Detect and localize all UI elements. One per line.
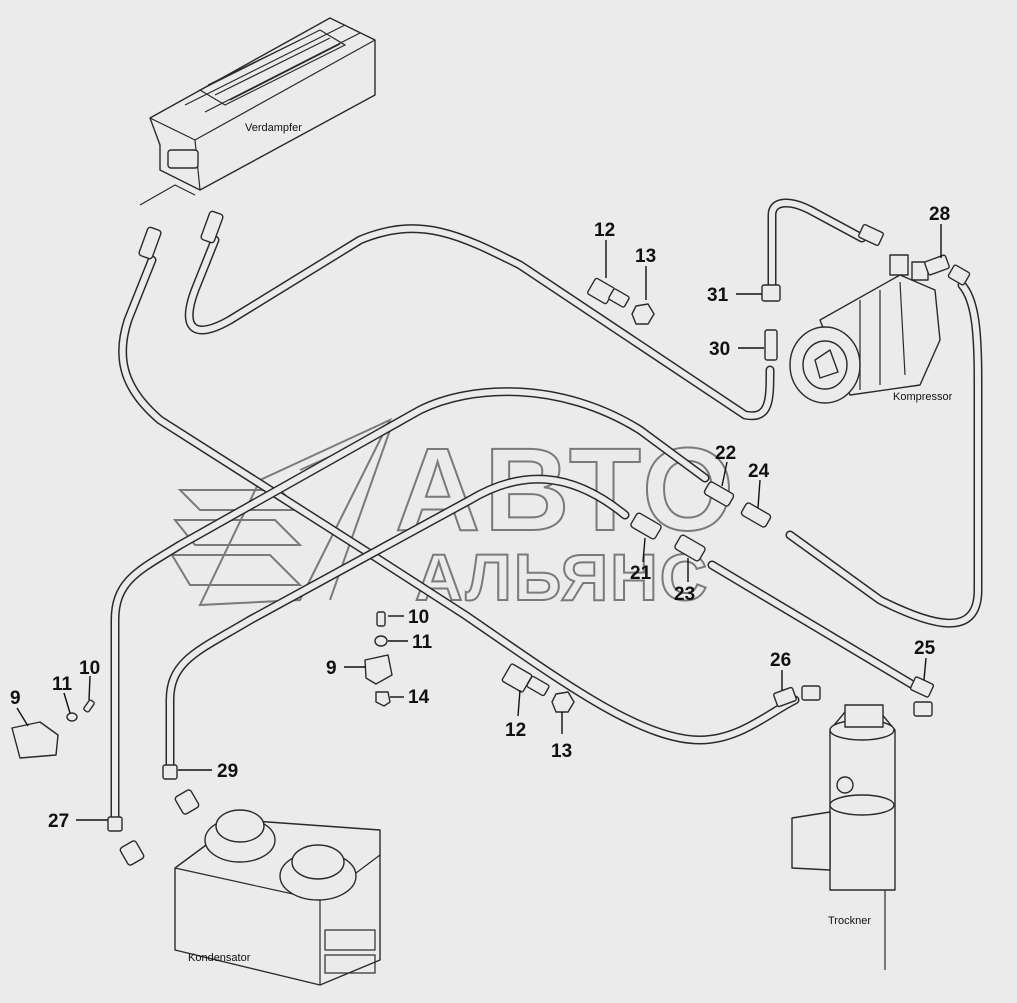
callout-12-bottom: 12 — [505, 689, 526, 741]
callout-12-top-label: 12 — [594, 220, 615, 241]
callout-13-top: 13 — [635, 246, 656, 300]
callout-10-left: 10 — [79, 658, 100, 701]
callout-26: 26 — [770, 650, 791, 690]
condenser: Kondensator — [174, 809, 381, 986]
nut-part-13-top — [631, 303, 655, 325]
callout-28: 28 — [929, 204, 950, 258]
callout-31-label: 31 — [707, 285, 729, 306]
callout-27: 27 — [48, 811, 108, 832]
callout-21-label: 21 — [630, 563, 652, 584]
compressor-label: Kompressor — [893, 391, 953, 403]
callout-13-bottom-label: 13 — [551, 741, 572, 762]
callout-11-middle-label: 11 — [412, 632, 433, 653]
callout-27-label: 27 — [48, 811, 69, 832]
callout-25-label: 25 — [914, 638, 936, 659]
callout-14: 14 — [390, 687, 430, 708]
callout-9-middle-label: 9 — [326, 658, 337, 679]
callout-31: 31 — [707, 285, 762, 306]
callout-30: 30 — [709, 339, 764, 360]
watermark: АВТО АЛЬЯНС — [170, 417, 738, 615]
callout-10-middle-label: 10 — [408, 607, 429, 628]
callouts: 12 13 28 31 30 22 24 21 — [10, 204, 950, 832]
fitting-part-12-bottom — [501, 663, 550, 697]
callout-10-middle: 10 — [388, 607, 429, 628]
callout-13-top-label: 13 — [635, 246, 656, 267]
callout-22: 22 — [715, 443, 736, 487]
callout-23-label: 23 — [674, 584, 695, 605]
callout-9-left: 9 — [10, 688, 29, 727]
callout-12-top: 12 — [594, 220, 615, 278]
callout-24: 24 — [748, 461, 770, 509]
callout-12-bottom-label: 12 — [505, 720, 526, 741]
dryer-label: Trockner — [828, 915, 871, 927]
callout-21: 21 — [630, 537, 652, 584]
watermark-line2: АЛЬЯНС — [415, 540, 709, 614]
fittings — [11, 210, 971, 866]
callout-10-left-label: 10 — [79, 658, 100, 679]
watermark-line1: АВТО — [395, 424, 738, 556]
evaporator-label: Verdampfer — [245, 122, 302, 134]
callout-28-label: 28 — [929, 204, 950, 225]
callout-11-middle: 11 — [388, 632, 433, 653]
evaporator: Verdampfer — [139, 17, 376, 206]
fitting-part-12-top — [587, 277, 630, 308]
callout-22-label: 22 — [715, 443, 736, 464]
callout-24-label: 24 — [748, 461, 770, 482]
dryer: Trockner — [791, 704, 896, 970]
callout-29: 29 — [178, 761, 238, 782]
callout-9-middle: 9 — [326, 658, 366, 679]
callout-13-bottom: 13 — [551, 712, 572, 762]
condenser-label: Kondensator — [188, 952, 251, 964]
callout-25: 25 — [914, 638, 936, 681]
callout-26-label: 26 — [770, 650, 791, 671]
callout-11-left-label: 11 — [52, 674, 73, 695]
callout-9-left-label: 9 — [10, 688, 21, 709]
callout-14-label: 14 — [408, 687, 430, 708]
compressor: Kompressor — [789, 254, 953, 404]
hoses — [110, 198, 983, 825]
callout-29-label: 29 — [217, 761, 238, 782]
callout-30-label: 30 — [709, 339, 730, 360]
callout-23: 23 — [674, 558, 695, 605]
callout-11-left: 11 — [52, 674, 73, 714]
